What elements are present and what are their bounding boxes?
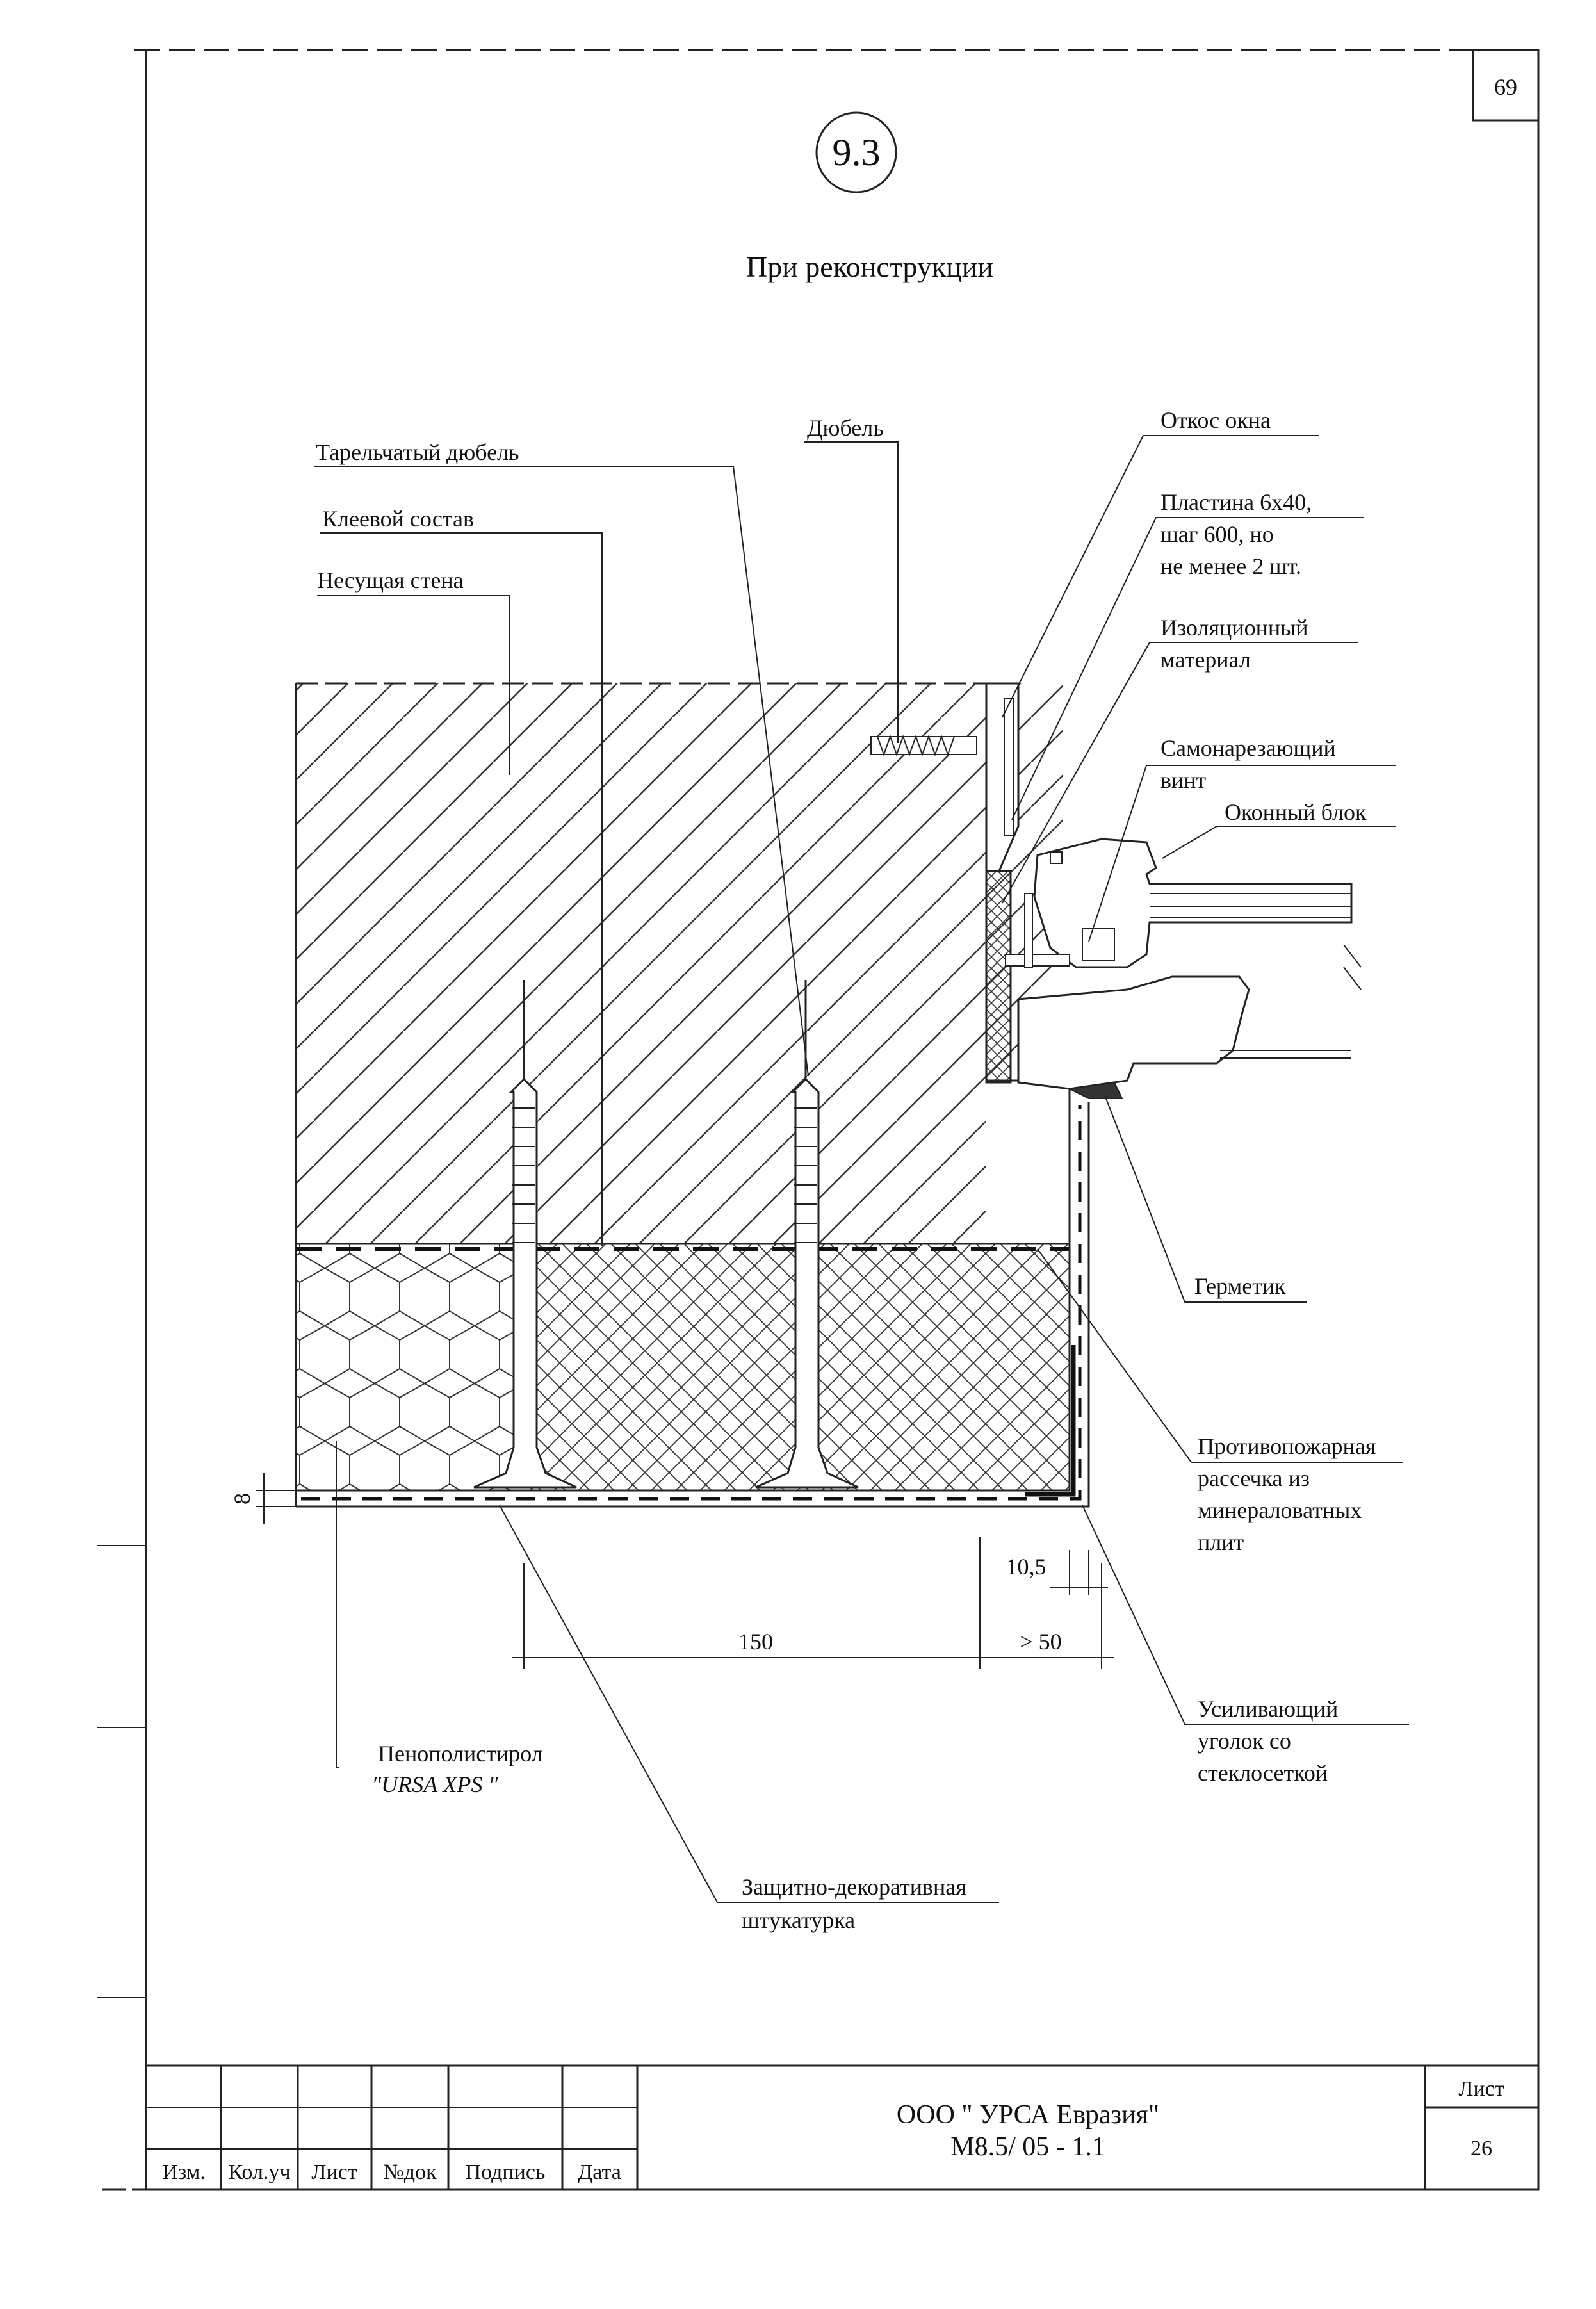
sheet-corner-box: 69 <box>1472 49 1540 122</box>
dish-dowel-right <box>755 980 859 1489</box>
label-corner-3: стеклосеткой <box>1198 1760 1328 1786</box>
detail-number: 9.3 <box>833 131 881 174</box>
tb-col-izm: Изм. <box>162 2160 206 2184</box>
label-adhesive: Клеевой состав <box>322 506 474 532</box>
dish-dowel-left <box>473 980 577 1489</box>
polystyrene-ursa-xps <box>295 1243 533 1492</box>
label-window-slope: Откос окна <box>1160 407 1271 433</box>
dimension-spacing: 150 > 50 <box>512 1537 1114 1669</box>
label-sealant: Герметик <box>1194 1273 1286 1299</box>
tb-col-data: Дата <box>578 2160 621 2184</box>
label-window-block: Оконный блок <box>1225 799 1367 825</box>
label-firebreak-2: рассечка из <box>1198 1465 1310 1491</box>
label-screw-1: Самонарезающий <box>1160 735 1336 761</box>
wall-dowel <box>870 735 977 756</box>
label-plate-1: Пластина 6х40, <box>1160 489 1312 515</box>
drawing-title: При реконструкции <box>746 250 993 283</box>
window-slope <box>985 682 1020 872</box>
label-insulation-1: Изоляционный <box>1160 615 1308 640</box>
tb-company: ООО " УРСА Евразия" <box>897 2100 1159 2130</box>
leader-lines <box>314 435 1409 1903</box>
dimension-offset-value: 10,5 <box>1006 1554 1046 1579</box>
window-block <box>1005 838 1362 1090</box>
sheet-corner-number: 69 <box>1494 74 1517 100</box>
label-bearing-wall: Несущая стена <box>317 567 464 593</box>
plaster-and-corner <box>296 1102 1090 1508</box>
callout-texts: Тарельчатый дюбель Клеевой состав Несуща… <box>316 407 1376 1933</box>
label-corner-1: Усиливающий <box>1198 1696 1338 1722</box>
dimension-plaster-value: 8 <box>229 1493 255 1505</box>
label-plaster-2: штукатурка <box>742 1907 855 1933</box>
label-dish-dowel: Тарельчатый дюбель <box>316 439 519 465</box>
label-firebreak-4: плит <box>1198 1530 1244 1555</box>
tb-sheet-number: 26 <box>1470 2137 1492 2160</box>
tb-col-kolvo: Кол.уч <box>228 2160 290 2184</box>
dimension-offset: 10,5 <box>1006 1550 1108 1595</box>
label-dowel: Дюбель <box>807 415 884 441</box>
label-screw-2: винт <box>1160 767 1207 793</box>
label-polystyrene-2: "URSA XPS " <box>371 1772 498 1797</box>
label-plaster-1: Защитно-декоративная <box>742 1874 966 1900</box>
tb-col-list: Лист <box>311 2160 357 2184</box>
detail-number-marker: 9.3 <box>815 111 897 193</box>
label-firebreak-1: Противопожарная <box>1198 1433 1376 1459</box>
sealant <box>1067 1081 1123 1099</box>
tb-sheet-label: Лист <box>1458 2077 1504 2101</box>
dimension-min-distance-value: > 50 <box>1020 1629 1061 1654</box>
title-block: Изм. Кол.уч Лист №док Подпись Дата ООО "… <box>145 2064 1540 2191</box>
label-plate-2: шаг 600, но <box>1160 521 1274 547</box>
label-plate-3: не менее 2 шт. <box>1160 553 1301 579</box>
insulating-material <box>985 870 1012 1084</box>
label-corner-2: уголок со <box>1198 1728 1291 1754</box>
tb-doc-code: М8.5/ 05 - 1.1 <box>950 2132 1105 2162</box>
dimension-spacing-value: 150 <box>738 1629 773 1654</box>
label-firebreak-3: минераловатных <box>1198 1497 1362 1523</box>
label-polystyrene-1: Пенополистирол <box>378 1741 543 1766</box>
tb-col-podpis: Подпись <box>466 2160 546 2184</box>
dimension-plaster: 8 <box>229 1473 296 1524</box>
label-insulation-2: материал <box>1160 647 1251 673</box>
tb-col-ndok: №док <box>383 2160 437 2184</box>
